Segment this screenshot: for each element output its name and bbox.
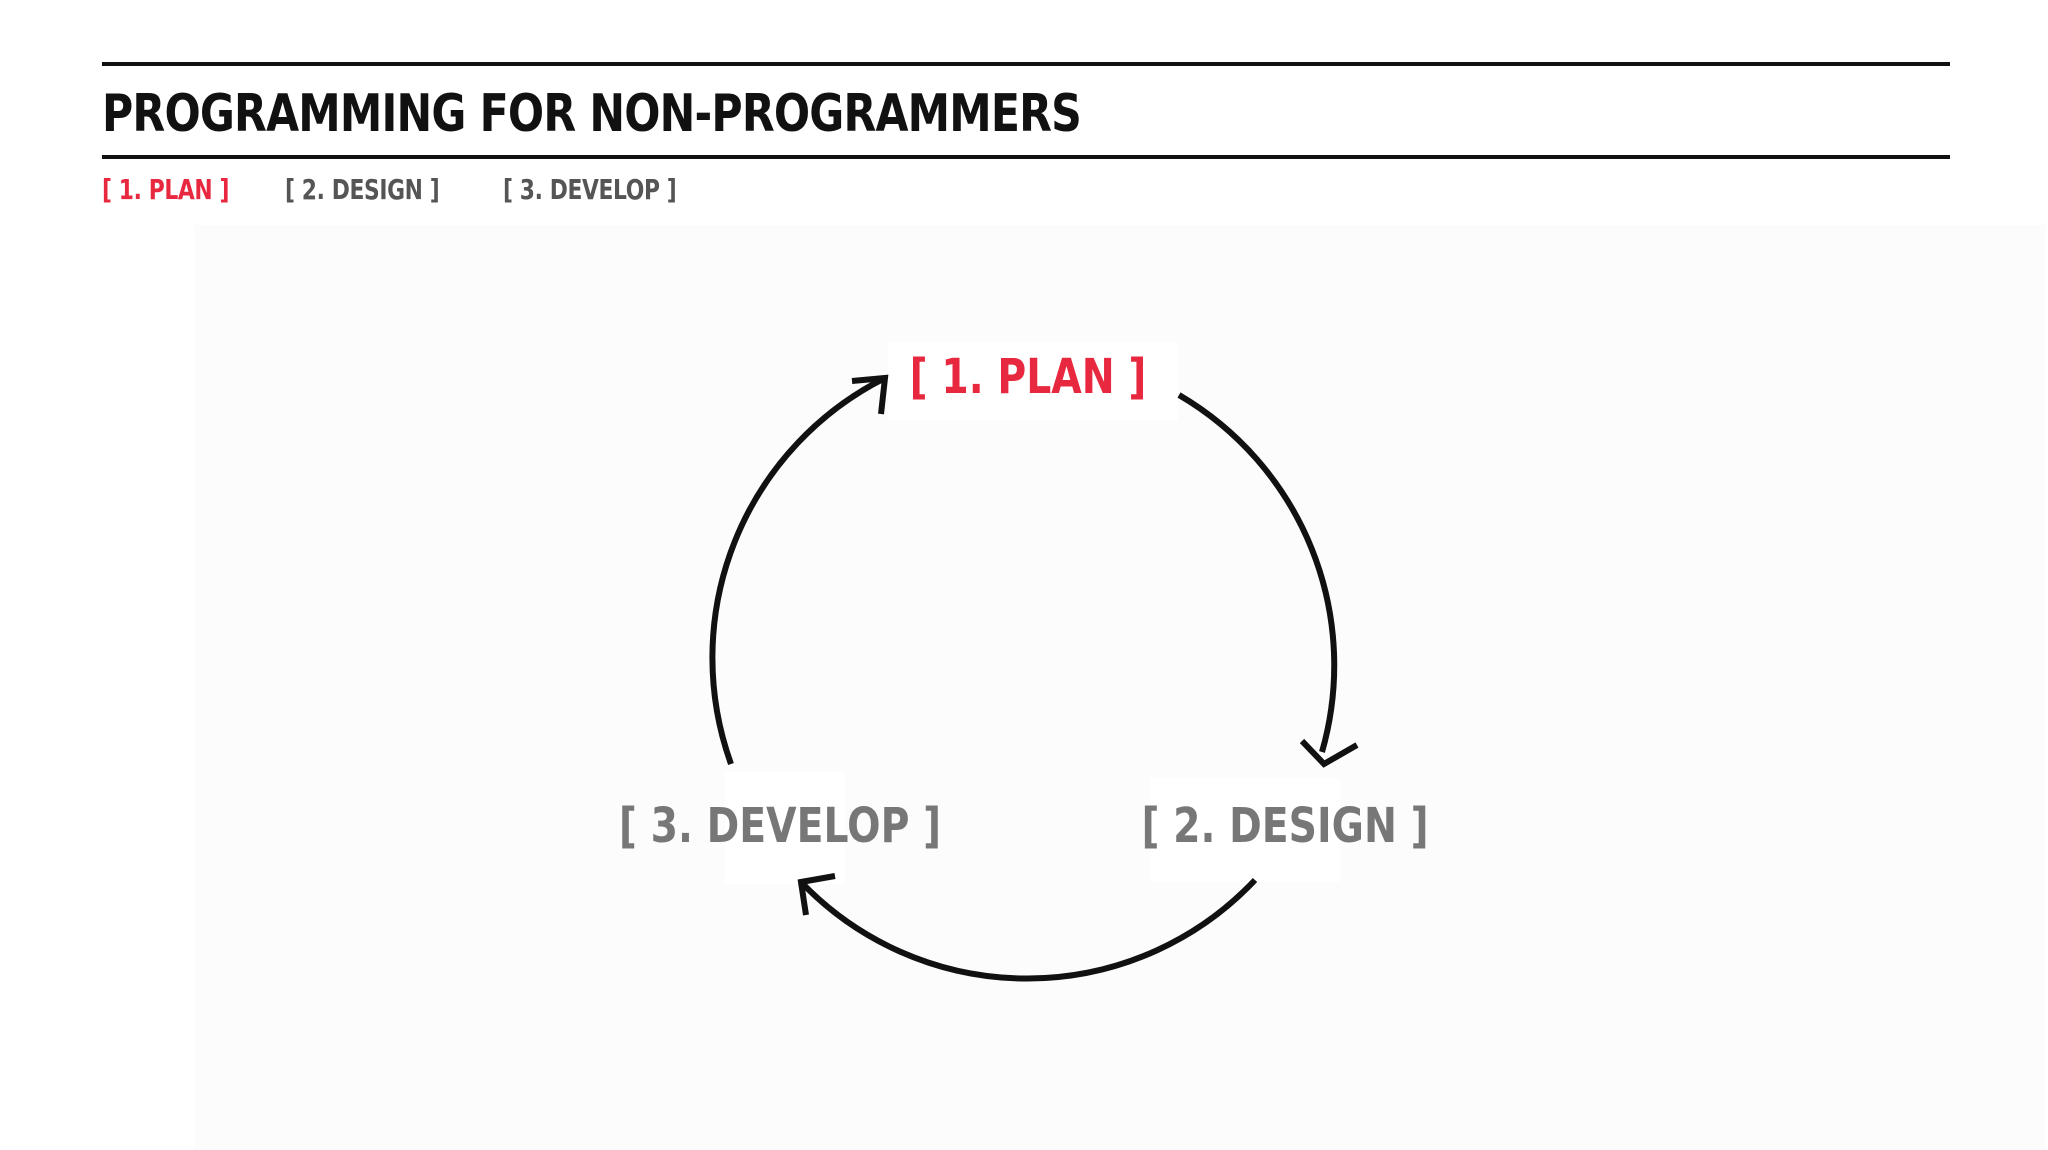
slide-title: PROGRAMMING FOR NON-PROGRAMMERS <box>102 84 1082 144</box>
header-rule-top <box>102 62 1950 66</box>
nav-item-plan[interactable]: [ 1. PLAN ] <box>102 173 230 206</box>
arrowhead-develop <box>797 873 836 916</box>
header-rule-bottom <box>102 155 1950 159</box>
arrowhead-design <box>1299 738 1359 768</box>
node-label-plan: [ 1. PLAN ] <box>910 349 1147 405</box>
section-nav: [ 1. PLAN ] [ 2. DESIGN ] [ 3. DEVELOP ] <box>102 168 745 212</box>
arc-plan-to-design <box>1177 392 1338 753</box>
arc-develop-to-plan <box>709 375 887 766</box>
arrowhead-plan <box>851 374 889 415</box>
develop-label-bg <box>725 772 845 884</box>
node-label-design: [ 2. DESIGN ] <box>1141 798 1428 854</box>
plan-label-bg <box>888 342 1178 420</box>
node-label-develop: [ 3. DEVELOP ] <box>619 798 941 854</box>
nav-item-design[interactable]: [ 2. DESIGN ] <box>284 173 440 206</box>
nav-item-develop[interactable]: [ 3. DEVELOP ] <box>502 173 677 206</box>
design-label-bg <box>1150 778 1340 882</box>
arc-design-to-develop <box>798 877 1258 982</box>
